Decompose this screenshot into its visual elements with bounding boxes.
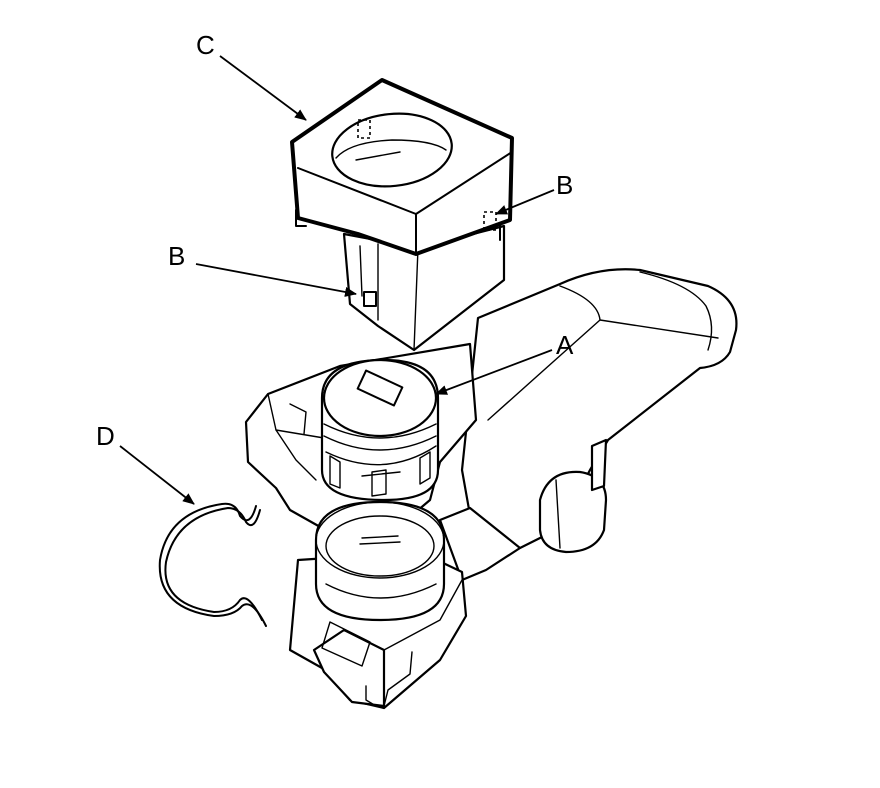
leader-c [219,55,307,121]
spring-clip-d [158,502,267,627]
connector-plug-a [320,358,440,502]
callout-label-a: A [556,330,574,360]
leader-b-right [495,189,555,215]
leader-a [435,349,553,395]
callout-label-b-left: B [168,241,185,271]
callout-label-d: D [96,421,115,451]
cover-c [290,78,514,352]
lower-socket [288,500,468,710]
leader-d [119,445,195,505]
callout-leaders [119,55,555,505]
callout-label-c: C [196,30,215,60]
callout-label-b-right: B [556,170,573,200]
leader-b-left [195,263,357,297]
